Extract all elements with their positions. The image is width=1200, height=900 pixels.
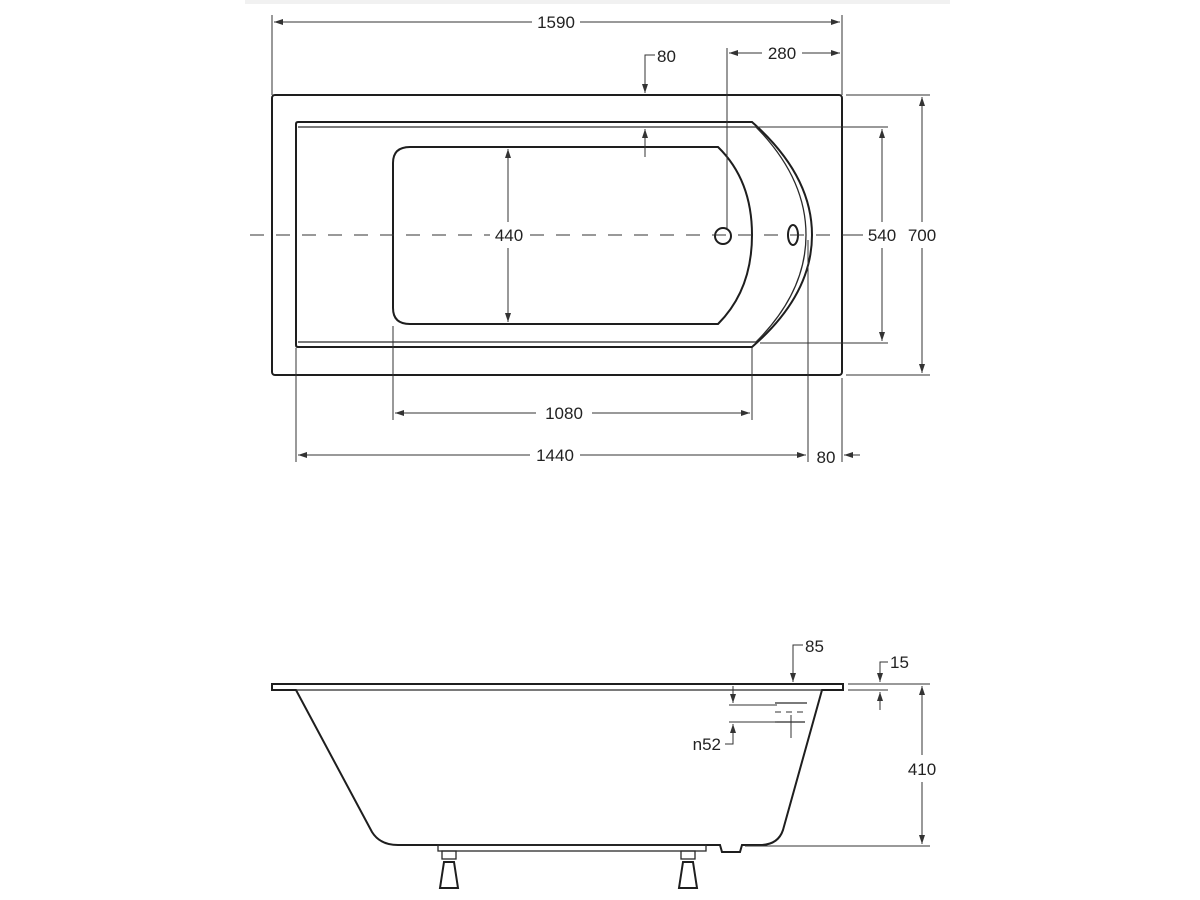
dim-inner-width: 540 — [868, 226, 896, 245]
side-view: n52 85 15 410 — [271, 637, 936, 889]
top-edge-strip — [245, 0, 950, 4]
inner-rim-outline — [295, 121, 814, 348]
dim-inner-length: 1440 — [536, 446, 574, 465]
tub-profile — [271, 683, 844, 853]
dim-end-rim: 80 — [817, 448, 836, 467]
support-rail — [437, 844, 707, 852]
dim-rim-thickness: 15 — [890, 653, 909, 672]
dim-rim-offset: 80 — [657, 47, 676, 66]
inner-rim-line — [298, 126, 807, 343]
foot-left — [438, 850, 460, 889]
basin-outline — [392, 146, 754, 325]
top-view: 1590 80 280 440 540 700 1080 — [250, 13, 936, 467]
dim-overflow-diameter: n52 — [693, 735, 721, 754]
drain-hole — [714, 227, 732, 245]
dim-drain-offset: 280 — [768, 44, 796, 63]
dim-overall-length: 1590 — [537, 13, 575, 32]
foot-right — [677, 850, 699, 889]
dim-height: 410 — [908, 760, 936, 779]
dim-overall-width: 700 — [908, 226, 936, 245]
dim-basin-width: 440 — [495, 226, 523, 245]
dim-basin-length: 1080 — [545, 404, 583, 423]
dim-overflow-offset: 85 — [805, 637, 824, 656]
